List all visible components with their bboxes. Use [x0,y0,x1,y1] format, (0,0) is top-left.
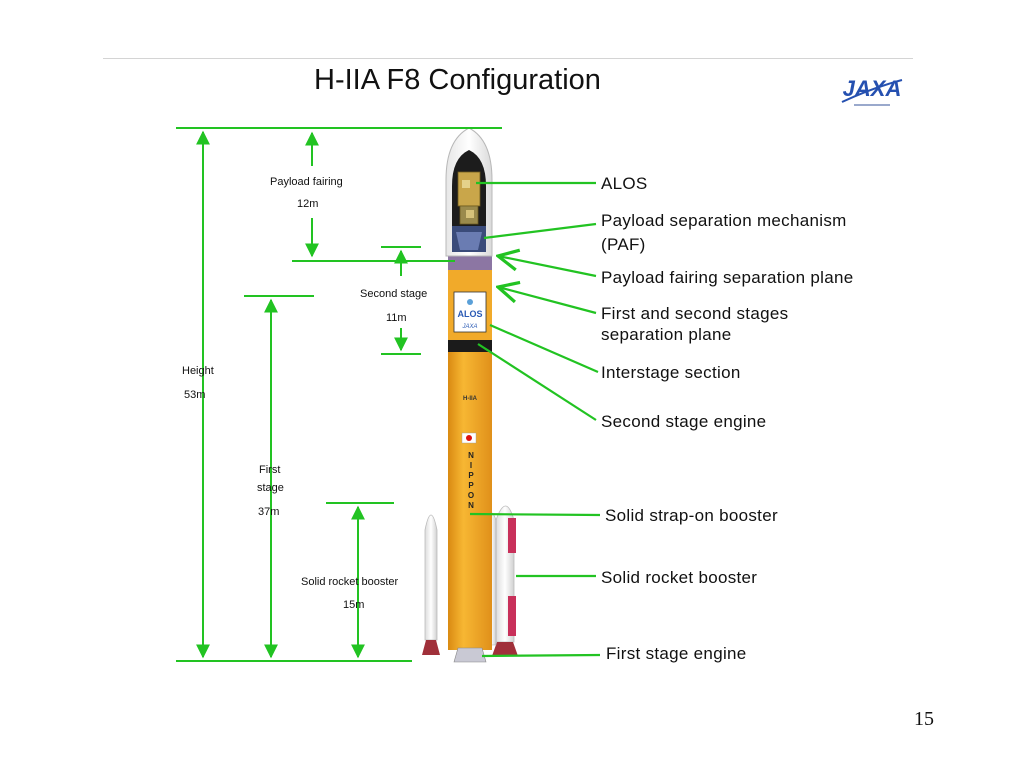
first-stage-label-1: First [259,464,280,476]
jaxa-logo: JAXA [836,68,908,112]
solid-booster-left [422,514,440,655]
height-label: Height [182,365,214,377]
emblem-jaxa-text: JAXA [461,324,477,330]
rocket-illustration: ALOS JAXA H-IIA N I P P O N [422,127,518,663]
callout-strapon: Solid strap-on booster [605,506,778,525]
callout-lines [469,181,601,658]
svg-text:I: I [470,461,472,470]
leader-first-engine [481,653,601,658]
srb-value: 15m [343,599,364,611]
page-number: 15 [914,708,934,730]
callout-alos: ALOS [601,174,648,193]
emblem-alos-text: ALOS [457,309,482,319]
srb-label: Solid rocket booster [301,576,399,588]
leader-strapon [469,512,601,517]
dimension-lines [176,127,502,662]
svg-text:P: P [468,471,474,480]
nippon-marking: N I P P O N [468,451,474,510]
interstage-band [448,338,492,352]
first-stage-body [448,350,492,650]
callout-labels: ALOS Payload separation mechanism (PAF) … [601,174,854,663]
callout-paf-2: (PAF) [601,235,646,254]
leader-second-engine [477,343,597,421]
callout-interstage: Interstage section [601,363,741,382]
first-stage-label-2: stage [257,482,284,494]
vehicle-marking: H-IIA [463,396,478,402]
callout-stage-sep-1: First and second stages [601,304,788,323]
callout-second-engine: Second stage engine [601,412,766,431]
dimension-labels: Payload fairing 12m Second stage 11m Hei… [182,176,427,611]
slide-title: H-IIA F8 Configuration [314,64,601,96]
second-stage-label: Second stage [360,288,427,300]
payload-fairing-label: Payload fairing [270,176,343,188]
alos-emblem [453,291,487,333]
payload-fairing-value: 12m [297,198,318,210]
callout-first-engine: First stage engine [606,644,747,663]
solid-booster-right [492,505,518,656]
callout-fairing-sep: Payload fairing separation plane [601,268,854,287]
svg-text:O: O [468,491,474,500]
second-stage-value: 11m [386,312,407,324]
alos-satellite [457,171,481,225]
leader-stage-sep [498,287,597,315]
leader-fairing-sep [498,256,597,278]
first-stage-engine-nozzle [453,647,487,663]
leader-paf [483,222,597,240]
callout-srb: Solid rocket booster [601,568,757,587]
first-stage-value: 37m [258,506,279,518]
leader-interstage [489,323,599,374]
callout-paf-1: Payload separation mechanism [601,211,847,230]
svg-text:N: N [468,451,474,460]
height-value: 53m [184,389,205,401]
callout-stage-sep-2: separation plane [601,325,732,344]
title-rule [103,58,913,59]
svg-text:P: P [468,481,474,490]
svg-text:N: N [468,501,474,510]
